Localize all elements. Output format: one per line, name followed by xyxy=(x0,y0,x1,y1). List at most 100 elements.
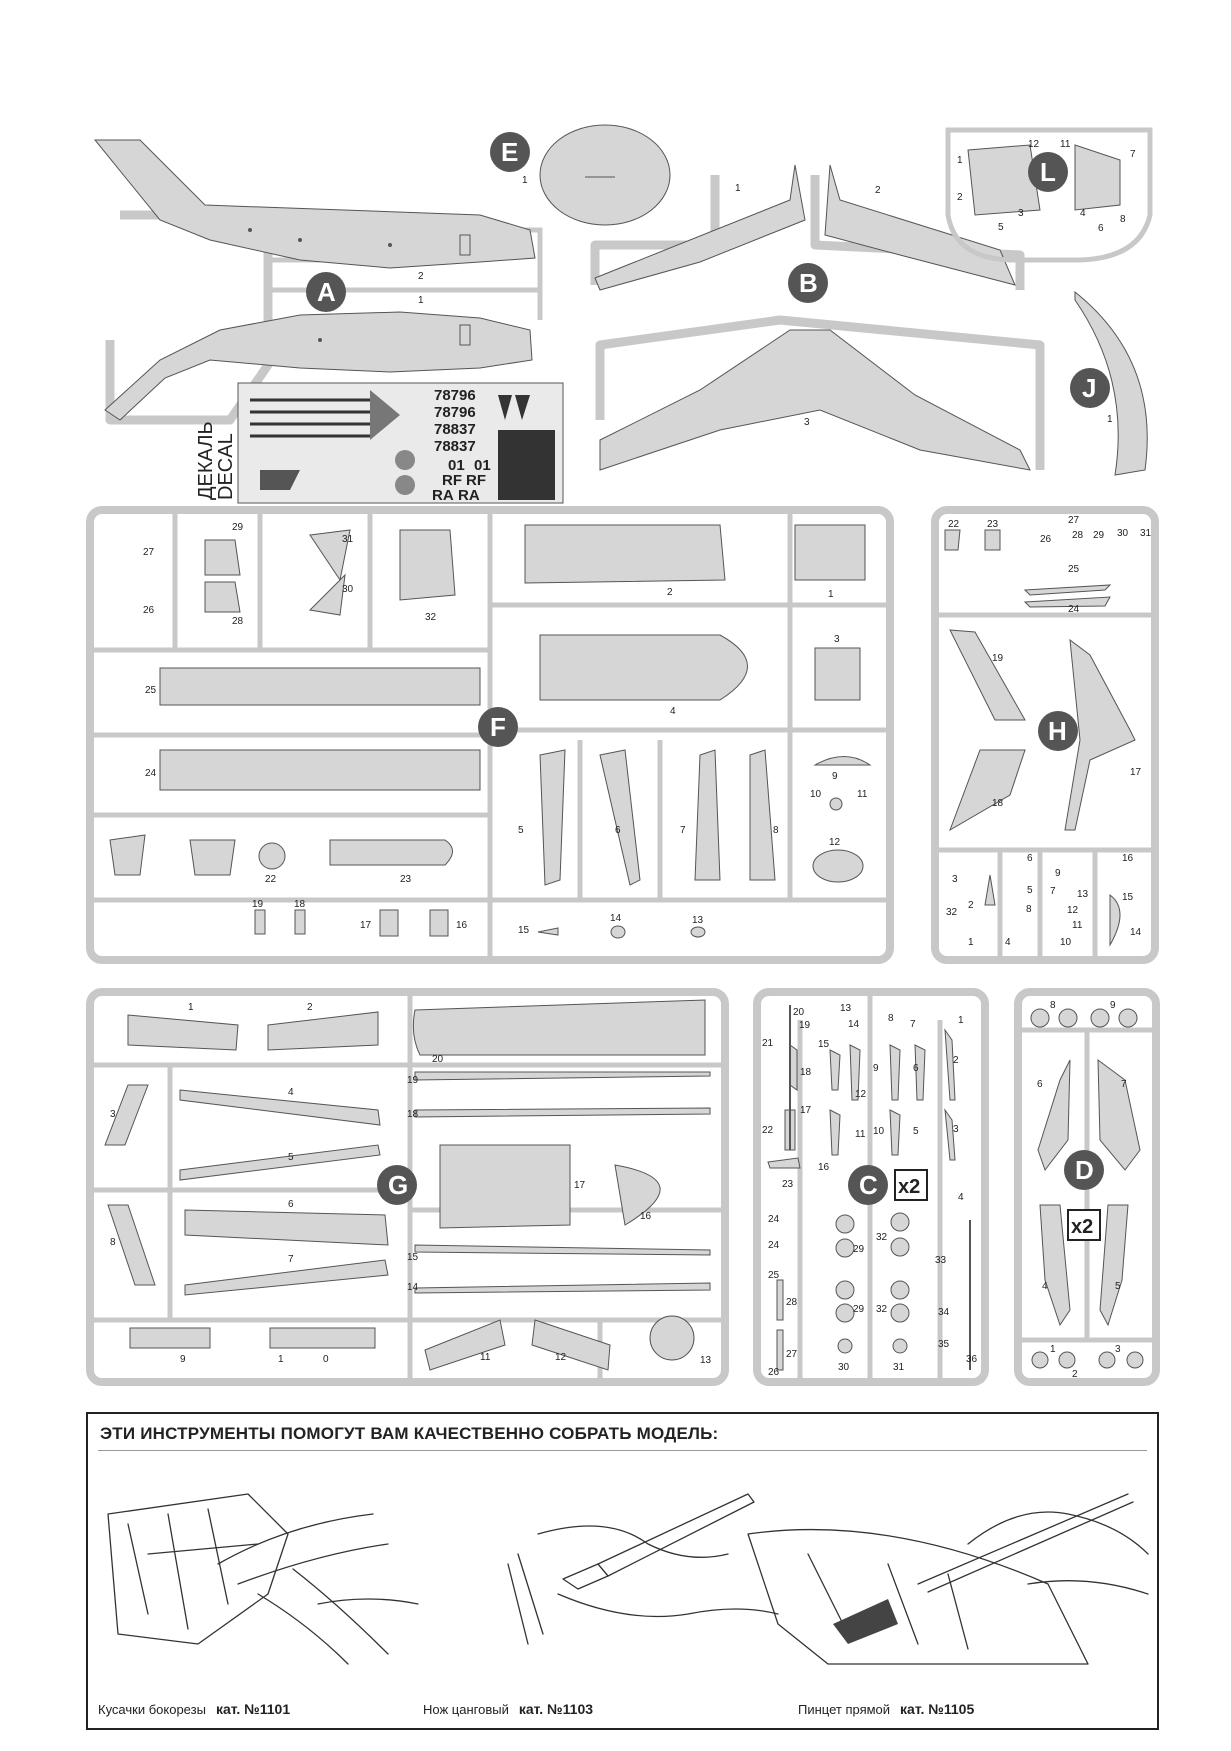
sprue-h: 22 23 27 26 28 29 30 31 25 24 19 17 18 6… xyxy=(931,506,1159,964)
part-number: 19 xyxy=(799,1020,811,1031)
part-number: 3 xyxy=(952,874,958,885)
decal-code: 01 xyxy=(474,457,491,474)
part-number: 9 xyxy=(832,771,838,782)
sprue-l: 12 11 1 7 2 3 4 5 6 8 L xyxy=(945,127,1153,263)
part-number: 27 xyxy=(143,547,155,558)
part-number: 6 xyxy=(615,825,621,836)
part-number: 13 xyxy=(840,1003,852,1014)
part-number: 22 xyxy=(762,1125,774,1136)
part-number: 19 xyxy=(407,1075,419,1086)
part-number: 15 xyxy=(818,1039,830,1050)
decal-code: RF xyxy=(442,472,462,489)
part-number: 10 xyxy=(1060,937,1072,948)
tweezers-illustration xyxy=(747,1493,1149,1665)
part-number: 12 xyxy=(1067,905,1079,916)
sprue-badge-f: F xyxy=(478,707,518,747)
part-number: 17 xyxy=(1130,767,1142,778)
part-number: 21 xyxy=(762,1038,774,1049)
part-number: 4 xyxy=(1080,208,1086,219)
part-number: 17 xyxy=(574,1180,586,1191)
decal-sheet: ДЕКАЛЬ DECAL 78796 78796 78837 78837 01 … xyxy=(195,382,564,504)
tool-catalog-number: кат. №1103 xyxy=(518,1701,594,1717)
part-number: 28 xyxy=(232,616,244,627)
part-number: 34 xyxy=(938,1307,950,1318)
decal-label-ru: ДЕКАЛЬ xyxy=(195,421,217,500)
part-number: 31 xyxy=(342,534,354,545)
part-number: 24 xyxy=(145,768,157,779)
part-number: 12 xyxy=(555,1352,567,1363)
part-number: 2 xyxy=(875,185,881,196)
sprue-badge-l: L xyxy=(1028,152,1068,192)
part-number: 16 xyxy=(640,1211,652,1222)
part-f3 xyxy=(814,647,861,701)
part-number: 18 xyxy=(992,798,1004,809)
part-number: 11 xyxy=(480,1352,491,1363)
part-number: 25 xyxy=(145,685,157,696)
part-number: 7 xyxy=(1050,886,1056,897)
part-number: 14 xyxy=(1130,927,1142,938)
decal-code: 01 xyxy=(448,457,465,474)
part-number: 19 xyxy=(252,899,264,910)
part-f4 xyxy=(539,634,748,701)
part-number: 17 xyxy=(800,1105,812,1116)
part-number: 9 xyxy=(1055,868,1061,879)
part-number: 29 xyxy=(853,1244,865,1255)
part-number: 23 xyxy=(987,519,999,530)
part-number: 26 xyxy=(768,1367,780,1378)
part-number: 11 xyxy=(1072,920,1083,931)
part-number: 1 xyxy=(1050,1344,1056,1355)
svg-text:L: L xyxy=(1040,157,1056,187)
sprue-badge-a: A xyxy=(306,272,346,312)
part-number: 13 xyxy=(692,915,704,926)
sprue-badge-b: B xyxy=(788,263,828,303)
part-number: 24 xyxy=(768,1240,780,1251)
part-number: 8 xyxy=(773,825,779,836)
part-number: 1 xyxy=(1107,414,1113,425)
part-number: 3 xyxy=(804,417,810,428)
sprue-f: 27 26 29 28 31 30 32 2 1 25 4 3 24 5 6 7… xyxy=(86,506,894,964)
part-number: 1 xyxy=(958,1015,964,1026)
canopy-e1 xyxy=(539,124,671,226)
part-number: 23 xyxy=(782,1179,794,1190)
part-number: 18 xyxy=(407,1109,419,1120)
part-number: 2 xyxy=(968,900,974,911)
part-number: 5 xyxy=(1027,885,1033,896)
part-number: 2 xyxy=(667,587,673,598)
part-number: 1 xyxy=(418,295,424,306)
part-number: 25 xyxy=(768,1270,780,1281)
part-number: 32 xyxy=(876,1232,888,1243)
part-number: 14 xyxy=(407,1282,419,1293)
part-number: 1 xyxy=(957,155,963,166)
part-number: 6 xyxy=(1098,223,1104,234)
sprue-badge-h: H xyxy=(1038,711,1078,751)
part-number: 4 xyxy=(670,706,676,717)
part-f2 xyxy=(524,524,726,584)
part-number: 8 xyxy=(1050,1000,1056,1011)
part-number: 4 xyxy=(1005,937,1011,948)
decal-code: 78796 xyxy=(434,387,476,404)
part-number: 1 xyxy=(188,1002,194,1013)
fairing-j1 xyxy=(1074,290,1148,476)
part-number: 35 xyxy=(938,1339,950,1350)
part-number: 7 xyxy=(288,1254,294,1265)
part-number: 8 xyxy=(1026,904,1032,915)
part-number: 7 xyxy=(1121,1079,1127,1090)
svg-text:A: A xyxy=(317,277,336,307)
part-number: 26 xyxy=(143,605,155,616)
part-number: 2 xyxy=(953,1055,959,1066)
wing-b1 xyxy=(594,164,806,291)
part-number: 13 xyxy=(1077,889,1089,900)
part-f24 xyxy=(159,749,481,791)
part-number: 6 xyxy=(1037,1079,1043,1090)
part-number: 9 xyxy=(873,1063,879,1074)
part-number: 11 xyxy=(1060,139,1071,150)
part-number: 1 xyxy=(522,175,528,186)
part-number: 20 xyxy=(432,1054,444,1065)
part-number: 5 xyxy=(998,222,1004,233)
part-number: 30 xyxy=(342,584,354,595)
part-number: 4 xyxy=(958,1192,964,1203)
quantity-badge-d: x2 xyxy=(1067,1209,1101,1241)
sprue-c: 20 19 13 14 8 7 1 21 15 18 9 6 2 17 12 2… xyxy=(753,988,989,1386)
